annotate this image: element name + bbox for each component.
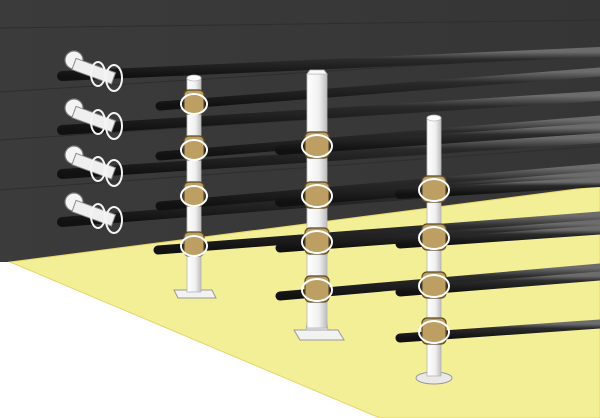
pipe-clamp (418, 317, 450, 345)
pipe-clamp (180, 135, 208, 161)
pipe-clamp (301, 131, 333, 159)
pipe (155, 163, 600, 211)
pipe (57, 91, 600, 135)
pipe-clamp (180, 231, 208, 257)
wall-bracket (64, 145, 123, 187)
wall-brackets (64, 50, 123, 234)
wall-bracket (64, 192, 123, 234)
pipe (57, 133, 600, 179)
pipe (57, 47, 600, 81)
pipe-clamp (418, 223, 450, 251)
pipe-clamp (301, 275, 333, 303)
pipe (155, 115, 600, 161)
base-plate (293, 329, 345, 341)
pipe-clamp (180, 181, 208, 207)
pipe-clamps (180, 89, 450, 345)
wall-bracket (64, 98, 123, 140)
pipe-clamp (418, 271, 450, 299)
pipe-clamp (301, 181, 333, 209)
pipe-clamp (301, 227, 333, 255)
pipe (155, 67, 600, 111)
wall-bracket (64, 50, 123, 92)
pipe-clamp (180, 89, 208, 115)
pipe (153, 211, 600, 255)
pipe-clamp (418, 175, 450, 203)
